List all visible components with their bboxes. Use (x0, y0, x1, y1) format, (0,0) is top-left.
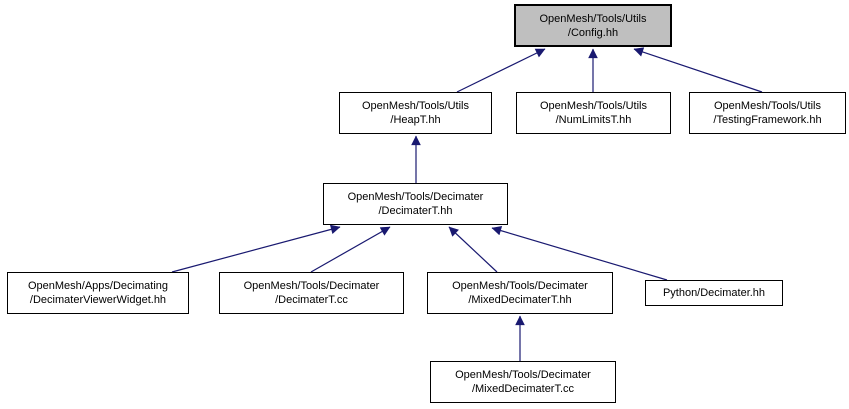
node-label-line2: /TestingFramework.hh (713, 114, 822, 126)
node-label-line2: /MixedDecimaterT.hh (468, 294, 572, 306)
edge-python-decimater-to-decimatert-hh (491, 225, 668, 281)
node-label-line1: Python/Decimater.hh (662, 287, 766, 299)
node-mixeddecimatert-hh[interactable]: OpenMesh/Tools/Decimater /MixedDecimater… (427, 272, 613, 314)
node-label-line1: OpenMesh/Tools/Utils (539, 12, 647, 25)
node-decimaterviewerwidget-hh[interactable]: OpenMesh/Apps/Decimating /DecimaterViewe… (7, 272, 189, 314)
node-label-line1: OpenMesh/Tools/Utils (362, 100, 469, 112)
node-heapt-hh[interactable]: OpenMesh/Tools/Utils /HeapT.hh (339, 92, 492, 134)
node-numlimitst-hh[interactable]: OpenMesh/Tools/Utils /NumLimitsT.hh (516, 92, 671, 134)
edge-mixeddecimatert-hh-to-decimatert-hh (448, 226, 498, 273)
node-label-line2: /HeapT.hh (390, 114, 441, 126)
node-config-hh: OpenMesh/Tools/Utils /Config.hh (514, 4, 672, 47)
node-label-line2: /NumLimitsT.hh (555, 114, 632, 126)
node-label-line1: OpenMesh/Tools/Decimater (347, 191, 484, 203)
edge-heapt-to-config (456, 48, 546, 93)
node-label-line2: /DecimaterT.hh (378, 205, 453, 217)
node-decimatert-cc[interactable]: OpenMesh/Tools/Decimater /DecimaterT.cc (219, 272, 404, 314)
node-label-line2: /Config.hh (567, 26, 619, 39)
node-python-decimater-hh[interactable]: Python/Decimater.hh (645, 280, 783, 306)
node-label-line1: OpenMesh/Tools/Decimater (243, 280, 380, 292)
node-label-line1: OpenMesh/Apps/Decimating (27, 280, 168, 292)
node-label-line2: /MixedDecimaterT.cc (471, 383, 575, 395)
node-label-line1: OpenMesh/Tools/Decimater (455, 369, 591, 381)
node-label-line1: OpenMesh/Tools/Decimater (452, 280, 588, 292)
node-label-line1: OpenMesh/Tools/Utils (714, 100, 821, 112)
edge-testingframework-to-config (633, 47, 763, 93)
node-mixeddecimatert-cc[interactable]: OpenMesh/Tools/Decimater /MixedDecimater… (430, 361, 616, 403)
node-label-line2: /DecimaterViewerWidget.hh (29, 294, 167, 306)
edge-viewerwidget-to-decimatert-hh (171, 224, 341, 273)
node-label-line1: OpenMesh/Tools/Utils (540, 100, 647, 112)
node-testingframework-hh[interactable]: OpenMesh/Tools/Utils /TestingFramework.h… (689, 92, 846, 134)
edge-decimatert-cc-to-decimatert-hh (310, 226, 391, 273)
node-label-line2: /DecimaterT.cc (275, 294, 348, 306)
node-decimatert-hh[interactable]: OpenMesh/Tools/Decimater /DecimaterT.hh (323, 183, 508, 225)
